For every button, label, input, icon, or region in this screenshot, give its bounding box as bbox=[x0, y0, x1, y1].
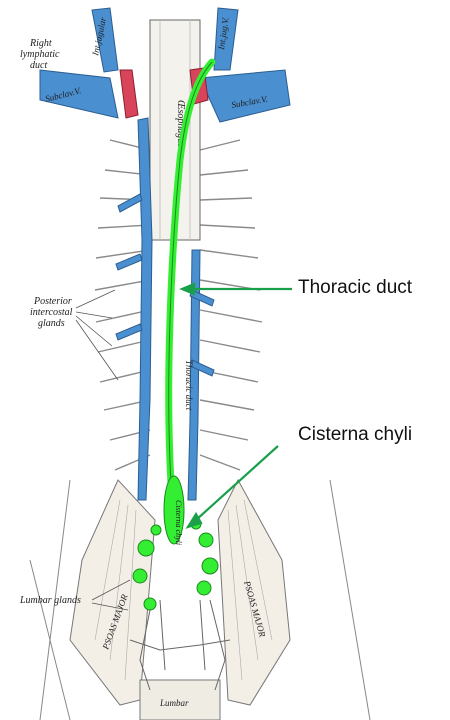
thoracic-duct-vessel: Thoracic duct bbox=[165, 58, 216, 504]
thoracic-duct-callout-arrowhead bbox=[179, 282, 196, 296]
intercostal-branches bbox=[94, 139, 263, 471]
lumbar-glands-pointer bbox=[91, 579, 131, 611]
posterior-intercostal-glands-label-1: Posterior bbox=[33, 296, 72, 307]
cisterna-chyli-callout-line bbox=[195, 445, 279, 521]
psoas-muscle-left bbox=[69, 479, 156, 706]
posterior-intercostal-glands-label-2: intercostal bbox=[30, 307, 73, 318]
right-internal-jugular-vein bbox=[91, 7, 119, 73]
thoracic-duct-label: Thoracic duct bbox=[298, 277, 413, 298]
right-subclavian-vein bbox=[39, 69, 119, 119]
posterior-intercostal-glands-label-3: glands bbox=[38, 318, 65, 329]
left-subclavian-vein bbox=[199, 69, 291, 123]
intercostal-veins bbox=[115, 193, 215, 377]
left-internal-jugular-vein bbox=[213, 7, 239, 71]
lumbar-plexus-nerves bbox=[129, 599, 231, 691]
lumbar-label: Lumbar bbox=[159, 698, 189, 708]
right-common-carotid bbox=[119, 69, 139, 119]
int-jugular-left-label: Int.jug.V. bbox=[216, 16, 231, 51]
oesophagus-label: Œsophagus bbox=[175, 100, 186, 147]
lumbar-vertebra bbox=[139, 679, 221, 720]
lumbar-glands-label: Lumbar glands bbox=[19, 595, 81, 606]
posterior-intercostal-glands-pointers bbox=[75, 289, 119, 381]
psoas-muscle-right bbox=[217, 478, 291, 706]
right-lymphatic-duct-label-2: lymphatic bbox=[20, 49, 60, 60]
lower-body-outline bbox=[29, 479, 371, 720]
right-lymphatic-duct-label-3: duct bbox=[30, 60, 47, 71]
right-lymphatic-duct-label-1: Right bbox=[29, 38, 52, 49]
hemiazygos-vein bbox=[187, 249, 201, 501]
cisterna-chyli-vessel: Cisterna chyli bbox=[163, 475, 185, 545]
azygos-vein bbox=[137, 117, 153, 501]
cisterna-chyli-label: Cisterna chyli bbox=[298, 424, 413, 445]
callout-lines bbox=[179, 282, 292, 529]
veins bbox=[39, 7, 291, 501]
cisterna-chyli-callout-arrowhead bbox=[185, 511, 203, 529]
cisterna-vessel-label: Cisterna chyli bbox=[174, 500, 183, 545]
thoracic-duct-vessel-label: Thoracic duct bbox=[184, 360, 194, 411]
